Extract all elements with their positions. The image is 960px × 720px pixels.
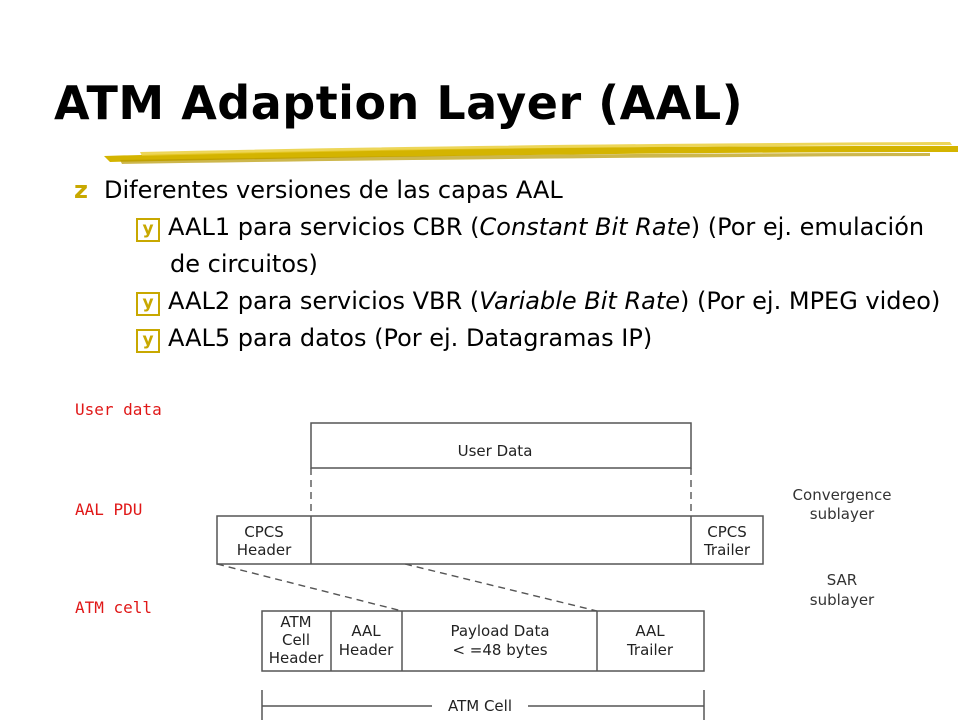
bullet-list: z Diferentes versiones de las capas AAL … <box>70 172 950 357</box>
cpcs-trailer-label: CPCS <box>707 523 747 541</box>
sub-bullet-italic: Constant Bit Rate <box>479 213 691 241</box>
atm-cell-header-label: Cell <box>282 631 310 649</box>
sub-bullet-text: ) (Por ej. MPEG video) <box>680 287 941 315</box>
cpcs-header-label: Header <box>237 541 292 559</box>
dashed-connector <box>216 563 403 612</box>
sub-bullet-text: ) (Por ej. emulación de circuitos) <box>170 213 925 278</box>
sar-sublayer-label: SAR <box>827 571 857 589</box>
payload-label: Payload Data <box>450 622 549 640</box>
cpcs-trailer-label: Trailer <box>703 541 751 559</box>
aal-header-label: Header <box>339 641 394 659</box>
user-data-box <box>310 422 692 469</box>
sar-sublayer-label: sublayer <box>810 591 875 609</box>
sub-bullet-italic: Variable Bit Rate <box>479 287 681 315</box>
bullet-z-icon: z <box>74 176 88 204</box>
convergence-sublayer-label: sublayer <box>810 505 875 523</box>
sub-bullet-text: AAL5 para datos (Por ej. Datagramas IP) <box>168 324 653 352</box>
convergence-sublayer-label: Convergence <box>793 486 892 504</box>
atm-cell-header-label: ATM <box>280 613 311 631</box>
aal-trailer-label: AAL <box>635 622 665 640</box>
bullet-main-text: Diferentes versiones de las capas AAL <box>104 176 563 204</box>
label-aal-pdu: AAL PDU <box>75 500 143 519</box>
payload-label: < =48 bytes <box>452 641 547 659</box>
sub-bullet-aal1: y AAL1 para servicios CBR (Constant Bit R… <box>70 209 950 283</box>
bullet-y-icon: y <box>136 329 160 353</box>
aal-trailer-label: Trailer <box>626 641 674 659</box>
sub-bullet-aal2: y AAL2 para servicios VBR (Variable Bit R… <box>70 283 950 320</box>
label-atm-cell: ATM cell <box>75 598 153 617</box>
atm-cell-span-label: ATM Cell <box>448 697 512 715</box>
bullet-y-icon: y <box>136 292 160 316</box>
sub-bullet-aal5: y AAL5 para datos (Por ej. Datagramas IP) <box>70 320 950 357</box>
atm-cell-box <box>261 610 705 672</box>
sub-bullet-text: AAL2 para servicios VBR ( <box>168 287 480 315</box>
cpcs-header-label: CPCS <box>244 523 284 541</box>
sub-bullet-text: AAL1 para servicios CBR ( <box>168 213 480 241</box>
slide-title: ATM Adaption Layer (AAL) <box>54 76 744 130</box>
atm-cell-header-label: Header <box>269 649 324 667</box>
label-user-data: User data <box>75 400 162 419</box>
title-underline-swoosh <box>104 142 958 164</box>
bullet-y-icon: y <box>136 218 160 242</box>
user-data-box-label: User Data <box>458 442 533 460</box>
dashed-connector <box>404 563 598 612</box>
aal-pdu-box <box>216 515 764 565</box>
bullet-main: z Diferentes versiones de las capas AAL <box>70 172 950 209</box>
aal-header-label: AAL <box>351 622 381 640</box>
